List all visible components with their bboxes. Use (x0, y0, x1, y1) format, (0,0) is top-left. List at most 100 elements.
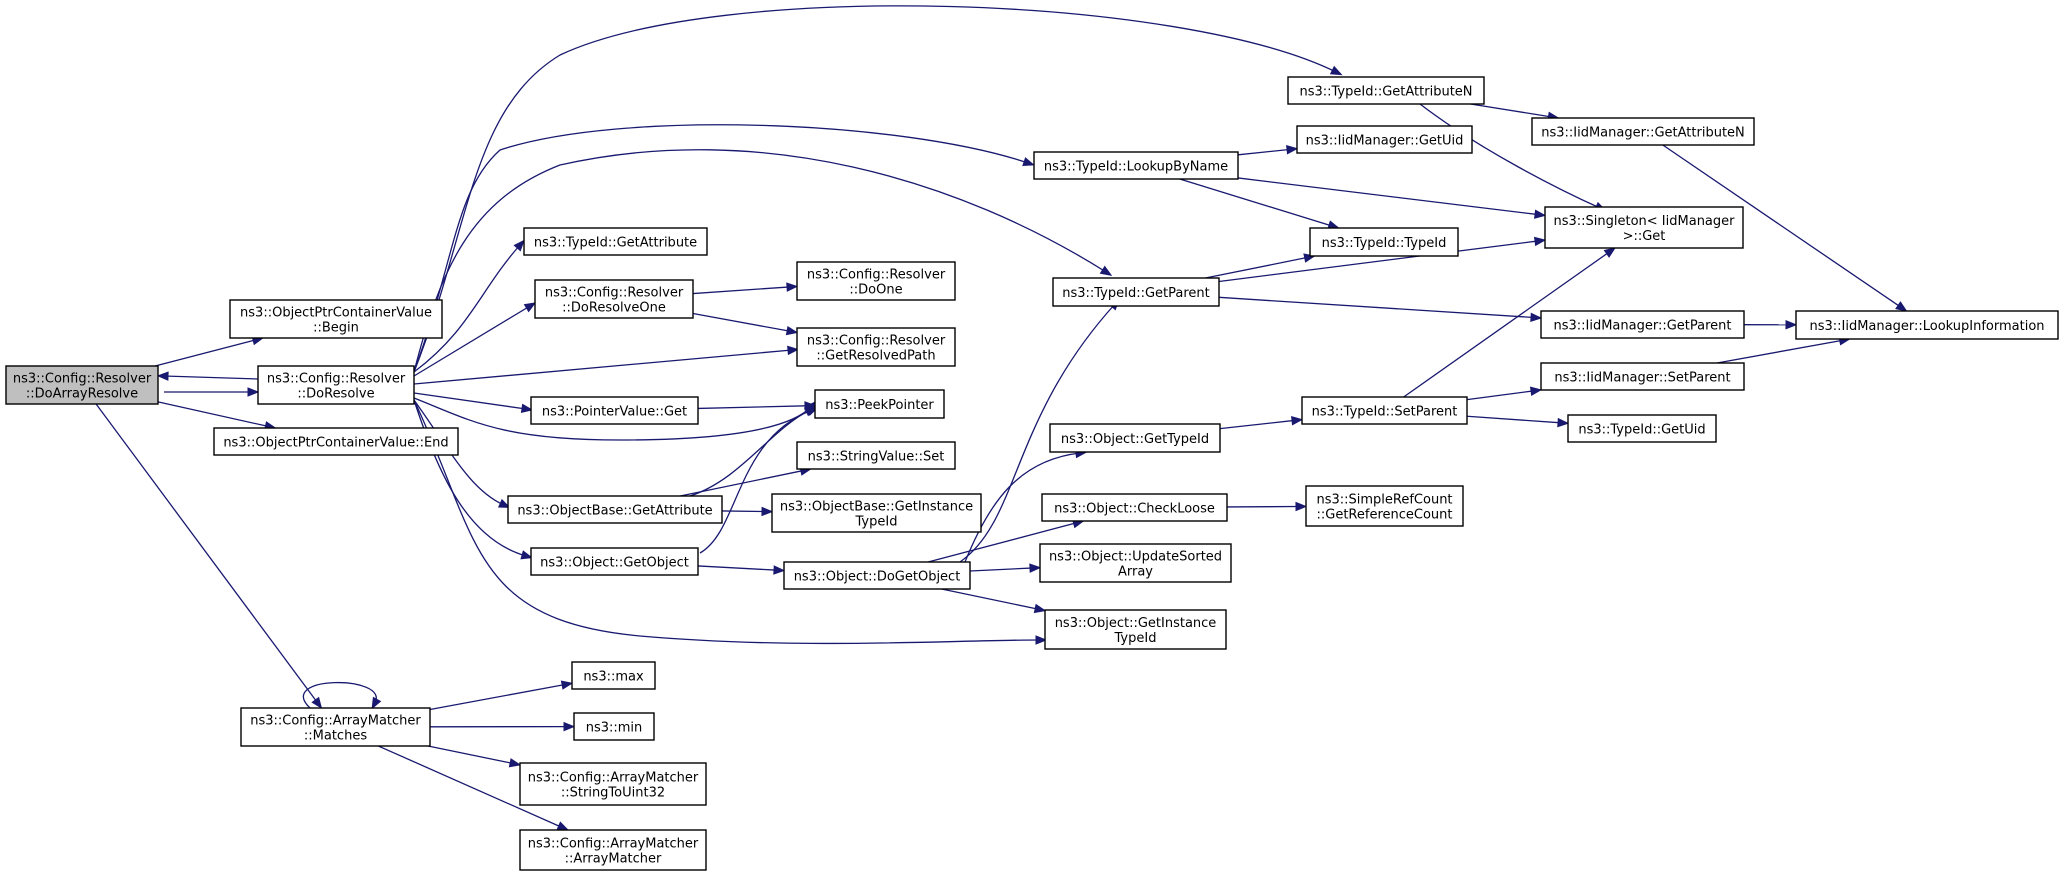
node-label: ns3::IidManager::GetAttributeN (1541, 126, 1745, 141)
node-begin[interactable]: ns3::ObjectPtrContainerValue::Begin (229, 299, 443, 339)
node-ogettypeid[interactable]: ns3::Object::GetTypeId (1049, 423, 1221, 453)
call-edge (413, 302, 537, 377)
node-getresolved[interactable]: ns3::Config::Resolver::GetResolvedPath (796, 327, 956, 367)
node-root[interactable]: ns3::Config::Resolver::DoArrayResolve (5, 365, 159, 405)
node-label: ns3::TypeId::TypeId (1322, 236, 1447, 251)
node-box (1544, 206, 1744, 249)
call-edge-line (941, 588, 1037, 610)
call-edge (95, 403, 323, 710)
call-edge (1466, 415, 1570, 428)
node-label: ns3::TypeId::GetAttributeN (1299, 85, 1472, 100)
node-label: ::DoResolve (297, 387, 374, 402)
node-label: ::Matches (304, 729, 367, 744)
node-iid-getattrn[interactable]: ns3::IidManager::GetAttributeN (1531, 117, 1755, 146)
edge-arrowhead (311, 696, 323, 710)
call-edge (154, 336, 265, 367)
node-iid-setparent[interactable]: ns3::IidManager::SetParent (1540, 362, 1745, 391)
call-edge (1218, 296, 1543, 323)
node-stou32[interactable]: ns3::Config::ArrayMatcher::StringToUint3… (519, 762, 707, 806)
edge-arrowhead (1029, 563, 1042, 573)
node-min[interactable]: ns3::min (573, 712, 655, 741)
node-singleton[interactable]: ns3::Singleton< IidManager >::Get (1544, 206, 1744, 249)
call-edge (1237, 145, 1299, 156)
node-obgetattr[interactable]: ns3::ObjectBase::GetAttribute (507, 495, 723, 524)
node-box (1795, 310, 2059, 340)
node-max[interactable]: ns3::max (571, 661, 656, 690)
call-edge-line (157, 401, 267, 427)
node-label: ns3::IidManager::GetParent (1553, 319, 1731, 334)
call-edge (413, 149, 1113, 373)
call-edge-line (692, 312, 789, 332)
edge-arrowhead (156, 371, 169, 381)
call-edge-line (1205, 257, 1306, 279)
node-box (573, 712, 655, 741)
call-edge-line (699, 409, 813, 554)
node-iid-getparent[interactable]: ns3::IidManager::GetParent (1540, 310, 1745, 339)
node-label: ns3::Config::Resolver (267, 372, 406, 387)
node-ogetobject[interactable]: ns3::Object::GetObject (530, 547, 699, 576)
node-svset[interactable]: ns3::StringValue::Set (796, 441, 956, 470)
edge-arrowhead (523, 302, 537, 313)
node-arraymatcher[interactable]: ns3::Config::ArrayMatcher::ArrayMatcher (519, 829, 707, 871)
node-iid-getuid[interactable]: ns3::IidManager::GetUid (1296, 125, 1473, 154)
call-edge (164, 387, 260, 397)
node-label: ns3::TypeId::GetUid (1578, 423, 1705, 438)
call-edge-line (413, 399, 505, 506)
node-label: ns3::Object::DoGetObject (794, 570, 961, 585)
node-box (796, 261, 956, 301)
node-getattr-tid[interactable]: ns3::TypeId::GetAttribute (523, 227, 708, 256)
call-edge-line (964, 452, 1081, 563)
node-peek[interactable]: ns3::PeekPointer (814, 389, 945, 419)
node-label: ns3::Object::UpdateSorted (1049, 550, 1222, 565)
node-label: ns3::Object::GetTypeId (1061, 432, 1209, 447)
node-tid-getuid[interactable]: ns3::TypeId::GetUid (1567, 414, 1717, 443)
node-end[interactable]: ns3::ObjectPtrContainerValue::End (213, 427, 459, 456)
node-label: ::DoArrayResolve (26, 387, 138, 402)
node-box (1309, 227, 1459, 257)
node-doresolveone[interactable]: ns3::Config::Resolver::DoResolveOne (534, 279, 694, 319)
call-edge (429, 680, 574, 711)
node-pvget[interactable]: ns3::PointerValue::Get (530, 396, 699, 425)
call-edge (413, 5, 1343, 373)
call-graph-nodes: ns3::Config::Resolver::DoArrayResolvens3… (5, 76, 2059, 871)
edge-arrowhead (247, 387, 260, 397)
call-edge-line (1179, 178, 1331, 226)
node-setparent-tid[interactable]: ns3::TypeId::SetParent (1301, 396, 1468, 425)
edge-arrowhead (520, 550, 534, 560)
node-checkloose[interactable]: ns3::Object::CheckLoose (1041, 493, 1228, 522)
call-edge-line (95, 403, 317, 702)
call-edge (302, 681, 382, 710)
node-dogetobject[interactable]: ns3::Object::DoGetObject (783, 561, 971, 590)
node-label: ns3::ObjectBase::GetAttribute (517, 504, 712, 519)
node-label: ::StringToUint32 (561, 786, 665, 801)
edge-arrowhead (1529, 386, 1543, 396)
node-box (796, 327, 956, 367)
node-refcount[interactable]: ns3::SimpleRefCount::GetReferenceCount (1305, 485, 1464, 527)
node-getparent-tid[interactable]: ns3::TypeId::GetParent (1052, 277, 1220, 307)
node-lookupbyname[interactable]: ns3::TypeId::LookupByName (1033, 151, 1239, 180)
node-box (1287, 76, 1485, 105)
call-edge-line (1218, 296, 1533, 319)
node-label: ns3::TypeId::LookupByName (1044, 160, 1228, 175)
node-doresolve[interactable]: ns3::Config::Resolver::DoResolve (257, 365, 415, 405)
edge-arrowhead (1329, 65, 1343, 76)
edge-arrowhead (1291, 416, 1304, 426)
node-box (1052, 277, 1220, 307)
node-tid-typeid[interactable]: ns3::TypeId::TypeId (1309, 227, 1459, 257)
call-edge-line (413, 5, 1337, 373)
node-getattrn-tid[interactable]: ns3::TypeId::GetAttributeN (1287, 76, 1485, 105)
node-label: ns3::Config::Resolver (807, 268, 946, 283)
node-box (1305, 485, 1464, 527)
node-box (783, 561, 971, 590)
call-edge-line (1470, 103, 1550, 118)
node-iid-lookupinfo[interactable]: ns3::IidManager::LookupInformation (1795, 310, 2059, 340)
node-label: ::DoResolveOne (562, 301, 666, 316)
node-doone[interactable]: ns3::Config::Resolver::DoOne (796, 261, 956, 301)
call-edge (1179, 178, 1340, 230)
call-edge (427, 745, 522, 768)
node-matches[interactable]: ns3::Config::ArrayMatcher::Matches (240, 707, 431, 747)
call-edge (699, 407, 819, 554)
